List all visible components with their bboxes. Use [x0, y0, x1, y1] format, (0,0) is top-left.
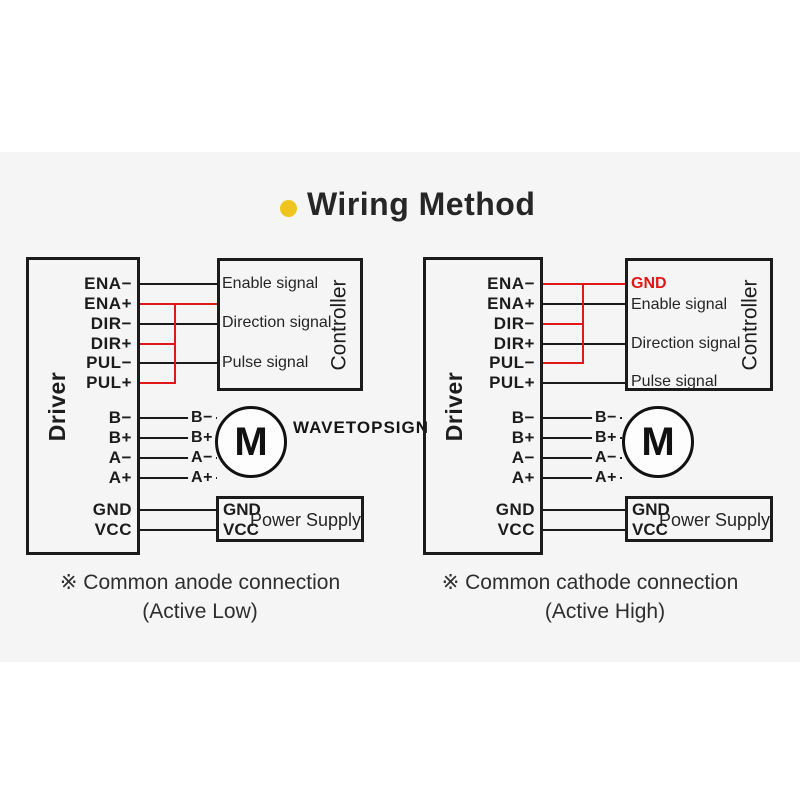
wire-b-plus	[140, 437, 217, 439]
motor-wire-label-b-minus: B−	[592, 409, 620, 427]
psu-pin-gnd: GND	[223, 500, 261, 519]
wire-gnd	[543, 509, 625, 511]
brand-watermark: WAVETOPSIGN	[293, 418, 430, 437]
motor-wire-label-a-minus: A−	[188, 449, 216, 467]
driver-pin-vcc: VCC	[497, 520, 535, 539]
wire-ena-plus-red	[140, 303, 217, 305]
driver-pin-b-plus: B+	[511, 428, 535, 447]
driver-pin-pul-plus: PUL+	[489, 373, 535, 392]
wire-a-plus	[140, 477, 217, 479]
power-supply-box	[625, 496, 773, 542]
page-title: Wiring Method	[307, 186, 536, 222]
driver-pin-dir-minus: DIR−	[493, 314, 535, 333]
wire-ena-plus	[543, 303, 625, 305]
driver-pin-pul-minus: PUL−	[86, 353, 132, 372]
signal-direction: Direction signal	[631, 335, 741, 352]
caption-line2: (Active Low)	[142, 600, 258, 623]
signal-enable: Enable signal	[222, 275, 319, 292]
wire-dir-plus-red	[140, 343, 176, 345]
driver-pin-ena-plus: ENA+	[487, 294, 535, 313]
power-supply-label: Power Supply	[659, 510, 771, 530]
motor-m-label: M	[641, 419, 675, 464]
driver-pin-a-minus: A−	[108, 448, 132, 467]
signal-pulse: Pulse signal	[631, 373, 718, 390]
signal-enable: Enable signal	[631, 296, 728, 313]
wire-ena-minus	[140, 283, 217, 285]
wire-dir-minus	[140, 323, 217, 325]
stepper-motor-symbol: M	[622, 406, 694, 478]
caption-common-cathode: ※ Common cathode connection (Active High…	[410, 568, 770, 626]
motor-wire-label-b-minus: B−	[188, 409, 216, 427]
wire-dir-minus-red	[543, 323, 584, 325]
wire-a-minus	[543, 457, 622, 459]
driver-pin-dir-plus: DIR+	[493, 334, 535, 353]
common-cathode-bus-red	[582, 283, 584, 364]
driver-pin-gnd: GND	[92, 500, 132, 519]
driver-pin-ena-minus: ENA−	[487, 274, 535, 293]
motor-m-label: M	[234, 419, 268, 464]
driver-box	[423, 257, 543, 555]
driver-pin-a-plus: A+	[511, 468, 535, 487]
psu-pin-gnd: GND	[632, 500, 670, 519]
motor-wire-label-a-minus: A−	[592, 449, 620, 467]
driver-pin-pul-minus: PUL−	[489, 353, 535, 372]
caption-common-anode: ※ Common anode connection (Active Low)	[20, 568, 380, 626]
motor-wire-label-a-plus: A+	[592, 469, 620, 487]
wire-gnd	[140, 509, 217, 511]
wire-b-plus	[543, 437, 622, 439]
driver-pin-pul-plus: PUL+	[86, 373, 132, 392]
motor-wire-label-b-plus: B+	[592, 429, 620, 447]
controller-box	[217, 258, 363, 391]
driver-pin-b-plus: B+	[108, 428, 132, 447]
wire-a-minus	[140, 457, 217, 459]
driver-pin-ena-minus: ENA−	[84, 274, 132, 293]
controller-label: Controller	[739, 278, 763, 371]
common-anode-bus-red	[174, 303, 176, 384]
wire-b-minus	[543, 417, 622, 419]
signal-direction: Direction signal	[222, 314, 332, 331]
driver-pin-b-minus: B−	[108, 408, 132, 427]
caption-line1: ※ Common anode connection	[59, 571, 341, 594]
wire-pul-plus-red	[140, 382, 176, 384]
wire-vcc	[543, 529, 625, 531]
driver-pin-ena-plus: ENA+	[84, 294, 132, 313]
driver-pin-b-minus: B−	[511, 408, 535, 427]
driver-pin-a-plus: A+	[108, 468, 132, 487]
motor-wire-label-a-plus: A+	[188, 469, 216, 487]
psu-pin-vcc: VCC	[632, 520, 668, 539]
wire-vcc	[140, 529, 217, 531]
caption-line2: (Active High)	[544, 600, 666, 623]
wire-pul-plus	[543, 382, 625, 384]
psu-pin-vcc: VCC	[223, 520, 259, 539]
driver-pin-dir-minus: DIR−	[90, 314, 132, 333]
wire-b-minus	[140, 417, 217, 419]
power-supply-label: Power Supply	[250, 510, 362, 530]
signal-gnd: GND	[631, 275, 667, 292]
signal-pulse: Pulse signal	[222, 354, 309, 371]
driver-pin-vcc: VCC	[94, 520, 132, 539]
driver-box	[26, 257, 140, 555]
wire-pul-minus-red	[543, 362, 584, 364]
caption-line1: ※ Common cathode connection	[441, 571, 739, 594]
driver-pin-a-minus: A−	[511, 448, 535, 467]
wire-a-plus	[543, 477, 622, 479]
driver-pin-dir-plus: DIR+	[90, 334, 132, 353]
driver-pin-gnd: GND	[495, 500, 535, 519]
title-bullet-dot-icon	[280, 200, 297, 217]
motor-wire-label-b-plus: B+	[188, 429, 216, 447]
wire-ena-minus-red	[543, 283, 625, 285]
power-supply-box	[216, 496, 364, 542]
wire-dir-plus	[543, 343, 625, 345]
wire-pul-minus	[140, 362, 217, 364]
controller-box	[625, 258, 773, 391]
stepper-motor-symbol: M	[215, 406, 287, 478]
